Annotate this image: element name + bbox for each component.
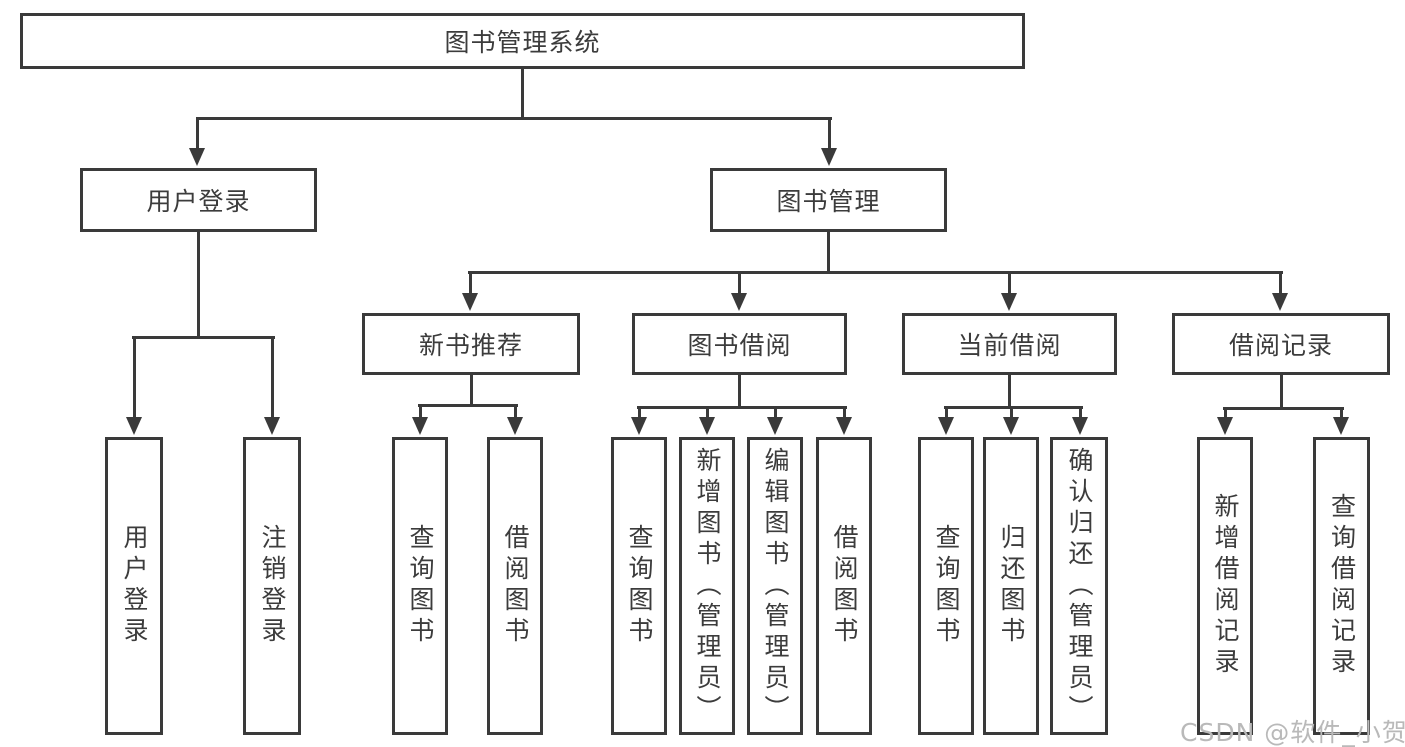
node-book-management: 图书管理 [710,168,947,232]
connector-leaf-shaft [1340,407,1343,419]
node-edit-books-admin: 编辑图书（管理员） [747,437,803,735]
csdn-watermark: CSDN @软件_小贺同学 [1180,718,1405,747]
node-query-books-borrowing: 查询图书 [611,437,667,735]
node-borrow-books-borrowing: 借阅图书 [816,437,872,735]
node-book-borrowing: 图书借阅 [632,313,847,375]
connector-level3-shaft [738,271,741,295]
connector-borrowing-rail [637,406,847,409]
node-borrow-books-recommend: 借阅图书 [487,437,543,735]
connector-leaf-shaft [1224,407,1227,419]
connector-user-login-shaft [196,117,199,150]
connector-leaf-shaft [638,406,641,419]
node-user-login: 用户登录 [80,168,317,232]
connector-current-stem [1008,375,1011,408]
connector-leaf-shaft [133,336,136,419]
arrow-down-icon [126,417,142,435]
arrow-down-icon [189,148,205,166]
arrow-down-icon [1272,293,1288,311]
arrow-down-icon [412,417,428,435]
arrow-down-icon [836,417,852,435]
connector-leaf-shaft [774,406,777,419]
node-borrowing-records: 借阅记录 [1172,313,1390,375]
connector-records-rail [1223,407,1344,410]
connector-book-mgmt-stem [827,232,830,273]
arrow-down-icon [1217,417,1233,435]
connector-root-stem [521,69,524,119]
arrow-down-icon [767,417,783,435]
arrow-down-icon [631,417,647,435]
connector-leaf-shaft [1079,406,1082,419]
node-confirm-return-admin: 确认归还（管理员） [1050,437,1108,735]
arrow-down-icon [821,148,837,166]
connector-level3-shaft [469,271,472,295]
node-logout-leaf: 注销登录 [243,437,301,735]
arrow-down-icon [264,417,280,435]
node-new-book-recommend: 新书推荐 [362,313,580,375]
connector-leaf-shaft [419,404,422,419]
connector-level3-shaft [1008,271,1011,295]
connector-user-login-stem [197,232,200,338]
connector-user-login-rail [132,336,275,339]
connector-recommend-rail [418,404,518,407]
node-return-books: 归还图书 [983,437,1039,735]
node-query-borrow-record: 查询借阅记录 [1313,437,1370,735]
connector-leaf-shaft [271,336,274,419]
arrow-down-icon [1001,293,1017,311]
node-current-borrowing: 当前借阅 [902,313,1117,375]
arrow-down-icon [731,293,747,311]
arrow-down-icon [462,293,478,311]
connector-leaf-shaft [514,404,517,419]
connector-recommend-stem [470,375,473,406]
node-user-login-leaf: 用户登录 [105,437,163,735]
arrow-down-icon [699,417,715,435]
arrow-down-icon [938,417,954,435]
node-library-system-root: 图书管理系统 [20,13,1025,69]
connector-leaf-shaft [843,406,846,419]
arrow-down-icon [1003,417,1019,435]
connector-leaf-shaft [1010,406,1013,419]
connector-level3-rail [468,271,1283,274]
connector-records-stem [1280,375,1283,409]
connector-current-rail [944,406,1083,409]
connector-level2-rail [196,117,832,120]
node-query-books-current: 查询图书 [918,437,974,735]
node-query-books-recommend: 查询图书 [392,437,448,735]
connector-book-mgmt-shaft [828,117,831,150]
connector-leaf-shaft [945,406,948,419]
connector-borrowing-stem [738,375,741,408]
node-add-borrow-record: 新增借阅记录 [1197,437,1253,735]
arrow-down-icon [1333,417,1349,435]
node-add-books-admin: 新增图书（管理员） [679,437,735,735]
connector-leaf-shaft [706,406,709,419]
arrow-down-icon [1072,417,1088,435]
connector-level3-shaft [1279,271,1282,295]
arrow-down-icon [507,417,523,435]
